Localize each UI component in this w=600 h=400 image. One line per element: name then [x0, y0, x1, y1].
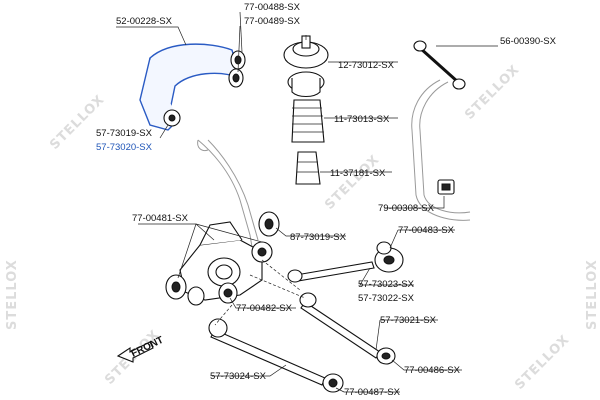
- label-77-00483-sx: 77-00483-SX: [398, 225, 455, 236]
- strut-mount: [283, 35, 329, 98]
- upper-control-arm: [139, 43, 246, 131]
- lower-link-front: [299, 292, 396, 365]
- part-labels: 52-00228-SX 77-00488-SX 77-00489-SX 57-7…: [96, 2, 557, 398]
- label-57-73019-sx: 57-73019-SX: [96, 128, 153, 139]
- label-77-00486-sx: 77-00486-SX: [404, 365, 461, 376]
- label-77-00482-sx: 77-00482-SX: [236, 303, 293, 314]
- bump-stop: [295, 151, 321, 185]
- assembly-lines: [214, 259, 306, 326]
- label-56-00390-sx: 56-00390-SX: [500, 36, 557, 47]
- lower-link-rear: [208, 318, 344, 393]
- label-57-73022-sx: 57-73022-SX: [358, 293, 415, 304]
- label-57-73021-sx: 57-73021-SX: [380, 315, 437, 326]
- stabilizer-bar: [411, 79, 471, 221]
- label-57-73020-sx: 57-73020-SX: [96, 142, 153, 153]
- watermark-right: STELLOX: [585, 259, 600, 330]
- knuckle: [179, 221, 263, 301]
- knuckle-bushings: [165, 211, 280, 306]
- label-11-73013-sx: 11-73013-SX: [334, 114, 390, 125]
- stabilizer-link: [413, 40, 466, 90]
- label-57-73023-sx: 57-73023-SX: [358, 279, 415, 290]
- label-77-00487-sx: 77-00487-SX: [344, 387, 401, 398]
- watermark-center-5: STELLOX: [512, 332, 573, 393]
- label-77-00481-sx: 77-00481-SX: [132, 213, 189, 224]
- label-87-73019-sx: 87-73019-SX: [290, 232, 347, 243]
- subframe: [197, 139, 259, 266]
- label-77-00489-sx: 77-00489-SX: [244, 16, 301, 27]
- label-57-73024-sx: 57-73024-SX: [210, 371, 267, 382]
- dust-boot: [291, 99, 325, 143]
- upper-rear-link: [287, 241, 404, 283]
- stabilizer-bushing: [437, 179, 455, 195]
- label-52-00228-sx: 52-00228-SX: [116, 16, 173, 27]
- label-77-00488-sx: 77-00488-SX: [244, 2, 301, 13]
- label-11-37181-sx: 11-37181-SX: [330, 168, 386, 179]
- watermark-left: STELLOX: [5, 259, 20, 330]
- label-79-00308-sx: 79-00308-SX: [378, 203, 435, 214]
- leader-lines: [116, 11, 498, 393]
- watermark-center-2: STELLOX: [322, 152, 383, 213]
- watermark-center-3: STELLOX: [462, 62, 523, 123]
- label-12-73012-sx: 12-73012-SX: [338, 60, 395, 71]
